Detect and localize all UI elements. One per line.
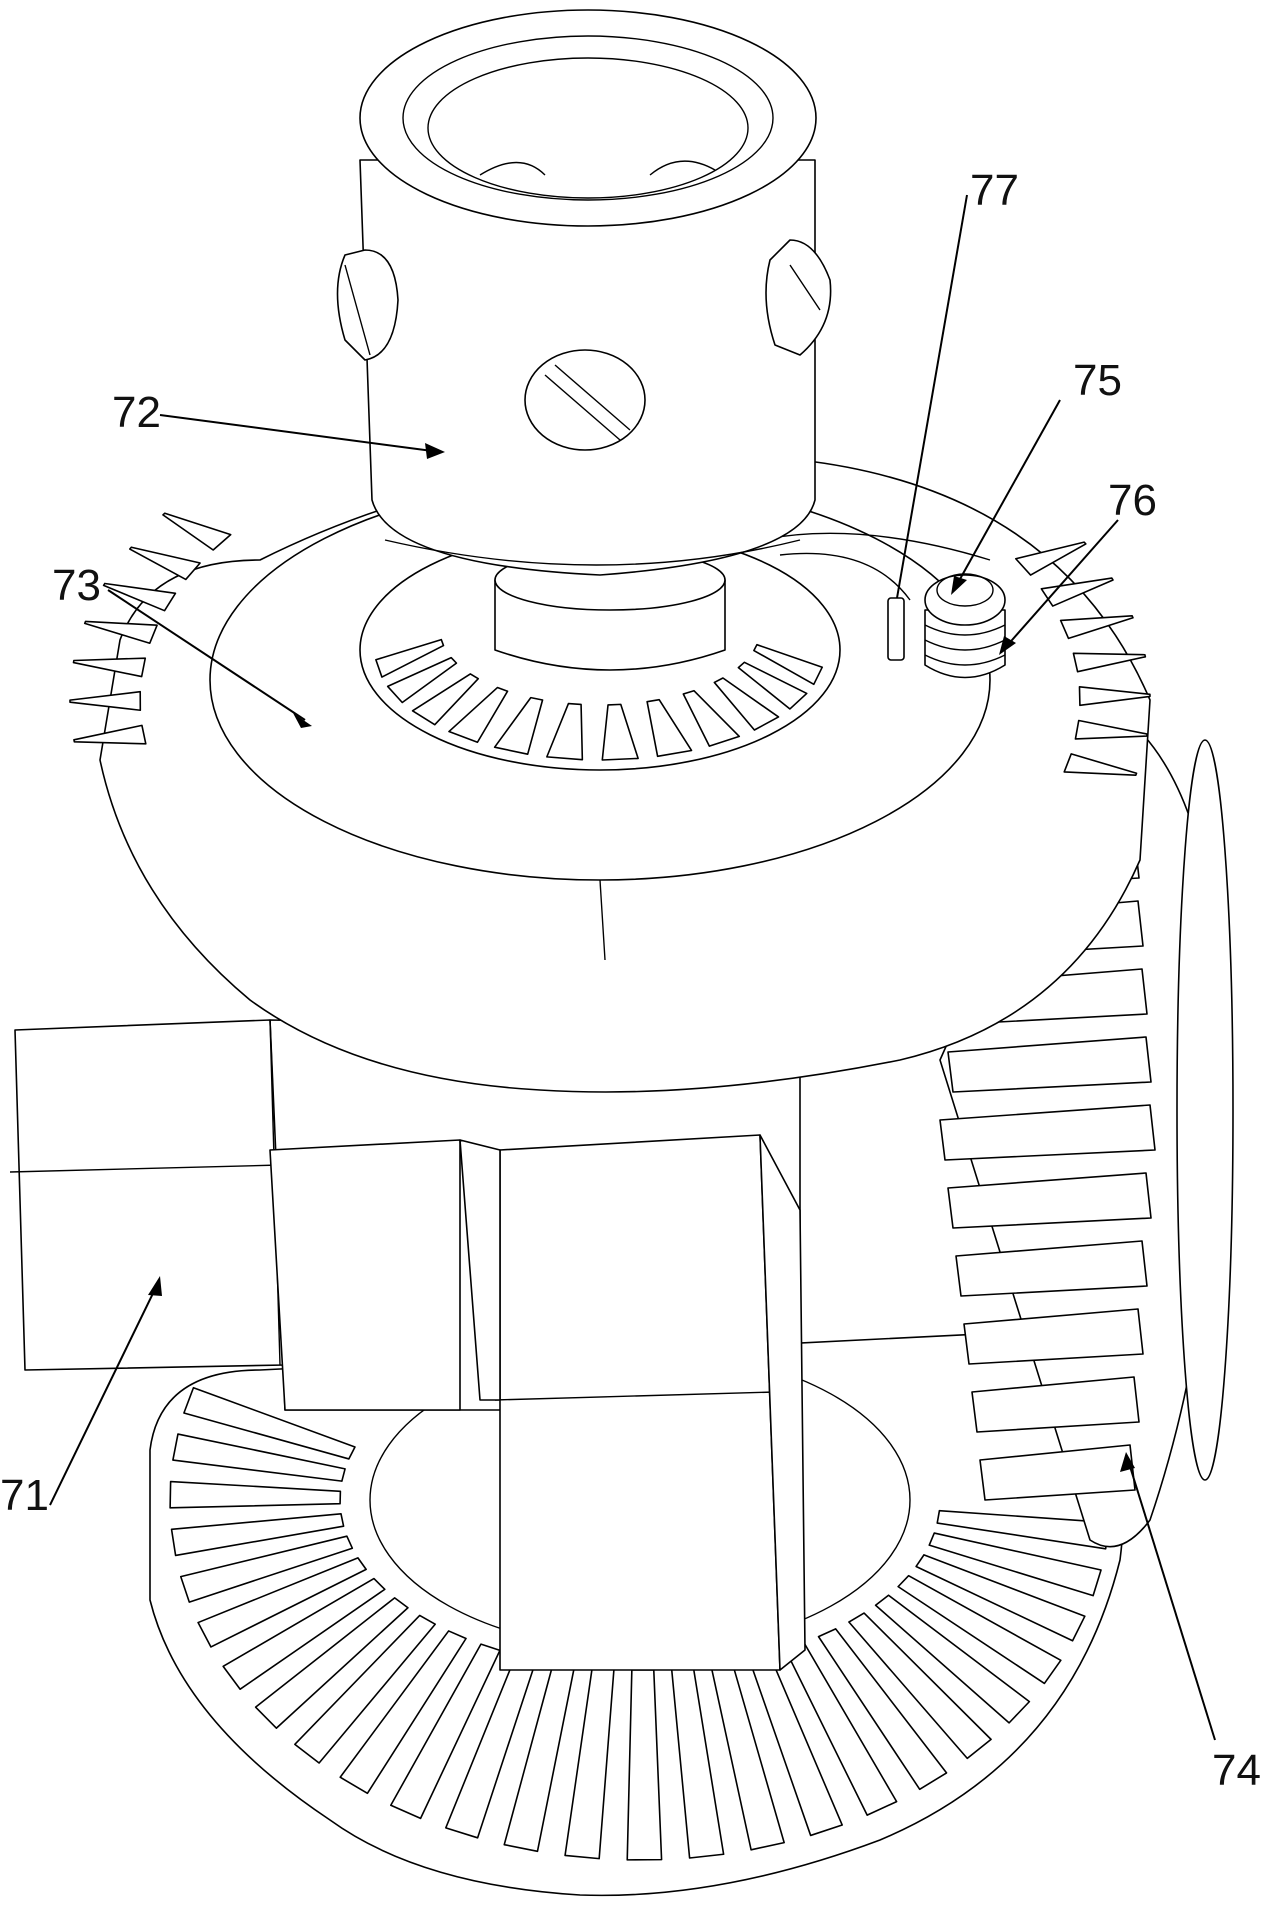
gear-tooth [72, 657, 147, 678]
label-76: 76 [1108, 476, 1157, 525]
lower-tooth [928, 1532, 1102, 1597]
gear-tooth [1074, 719, 1148, 740]
lower-gear-teeth [169, 1386, 1110, 1861]
side-tooth [947, 1036, 1152, 1093]
lower-tooth [848, 1612, 992, 1760]
lower-tooth [936, 1509, 1110, 1550]
collar-72 [336, 9, 832, 576]
gear-tooth [162, 512, 232, 551]
lower-tooth [169, 1480, 342, 1509]
lower-tooth [817, 1628, 948, 1791]
inner-tooth [411, 673, 480, 726]
pin-77 [887, 597, 905, 661]
lower-tooth [339, 1630, 467, 1795]
gear-tooth [1014, 541, 1087, 576]
lower-tooth [179, 1535, 354, 1603]
lower-bevel-gear [149, 1329, 1125, 1897]
inner-tooth [737, 661, 808, 710]
gear-tooth [83, 620, 158, 645]
label-73: 73 [52, 561, 101, 610]
spring-76 [924, 609, 1006, 679]
gear-tooth [1063, 753, 1138, 777]
upper-gear-teeth [69, 512, 1151, 777]
inner-gear-teeth [375, 638, 824, 761]
gear-tooth [128, 546, 201, 581]
lower-tooth [222, 1577, 386, 1691]
gear-tooth [1040, 577, 1114, 607]
lower-tooth [897, 1574, 1062, 1685]
gear-tooth [102, 582, 177, 612]
side-tooth [955, 1240, 1148, 1297]
label-77: 77 [970, 166, 1019, 215]
inner-tooth [375, 638, 445, 678]
lower-tooth [197, 1557, 367, 1648]
lower-tooth [294, 1614, 436, 1764]
side-tooth [939, 1104, 1156, 1161]
label-75: 75 [1073, 356, 1122, 405]
inner-tooth [493, 696, 544, 755]
set-screw-front [524, 349, 646, 451]
upper-bevel-gear [69, 456, 1151, 1093]
side-tooth [963, 1308, 1144, 1365]
reference-labels: 71 72 73 74 75 76 77 [0, 166, 1261, 1795]
gear-tooth [69, 690, 142, 712]
lower-tooth [172, 1433, 346, 1482]
set-screw-left [336, 249, 399, 361]
side-tooth [979, 1444, 1136, 1501]
inner-tooth [448, 686, 509, 744]
inner-tooth [386, 656, 458, 704]
gear-tooth [1072, 652, 1147, 673]
inner-tooth [546, 702, 584, 761]
inner-tooth [753, 643, 824, 686]
side-tooth [947, 1172, 1152, 1229]
lower-tooth [874, 1594, 1031, 1724]
lower-tooth [254, 1597, 409, 1729]
inner-tooth [682, 689, 741, 747]
set-screw-right [765, 239, 832, 356]
lower-tooth [915, 1554, 1086, 1642]
gear-tooth [1059, 615, 1134, 640]
inner-tooth [601, 703, 639, 761]
cross-block-body [9, 1019, 806, 1671]
leader-lines [49, 194, 1216, 1741]
label-71: 71 [0, 1471, 49, 1520]
cap-75 [924, 573, 1006, 626]
side-tooth [971, 1376, 1140, 1433]
label-72: 72 [112, 388, 161, 437]
inner-tooth [646, 698, 693, 758]
gear-tooth [1078, 686, 1151, 707]
lower-tooth [390, 1643, 501, 1820]
label-74: 74 [1212, 1746, 1261, 1795]
inner-tooth [713, 677, 780, 731]
lower-tooth [183, 1386, 356, 1460]
lower-tooth [170, 1513, 345, 1557]
gear-tooth [73, 724, 147, 745]
